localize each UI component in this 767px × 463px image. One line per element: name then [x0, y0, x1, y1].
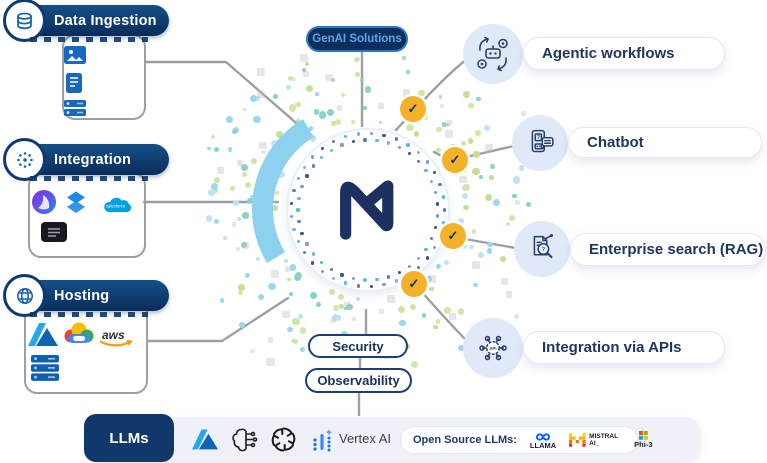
salesforce-logo: salesforce	[100, 194, 132, 221]
observability-pill: Observability	[305, 368, 412, 393]
agentic-workflows-card: Agentic workflows	[523, 37, 725, 70]
n-logo	[340, 180, 394, 240]
chatbot-card: Chatbot	[568, 127, 762, 158]
pill-strip	[30, 176, 148, 181]
server-icon	[30, 354, 60, 387]
hosting-pill: Hosting	[3, 274, 169, 317]
enterprise-search-icon-circle: ?	[514, 221, 570, 277]
integration-pill: Integration	[3, 138, 169, 181]
llama-item: LLAMA	[530, 430, 556, 450]
chatbot-icon-circle: ?	[512, 115, 568, 171]
globe-icon	[3, 274, 46, 317]
microsoft-logo	[638, 431, 648, 441]
enterprise-search-label: Enterprise search (RAG)	[589, 241, 764, 258]
open-source-llms-pill: Open Source LLMs: LLAMA MISTRAL AI_	[400, 426, 653, 454]
platform-core-circle	[288, 130, 448, 290]
dark-app-logo	[40, 221, 68, 248]
observability-label: Observability	[317, 373, 400, 388]
agentic-workflows-label: Agentic workflows	[542, 45, 675, 62]
hosting-label: Hosting	[54, 287, 110, 304]
salesforce-wordmark: salesforce	[106, 204, 126, 209]
data-ingestion-pill: Data Ingestion	[3, 0, 169, 42]
ai-brain-icon	[230, 425, 258, 458]
llms-label: LLMs	[109, 429, 149, 447]
check-badge: ✓	[442, 147, 468, 173]
document-search-icon: ?	[533, 233, 554, 259]
openai-logo	[270, 426, 297, 458]
vertex-ai-label: Vertex AI	[339, 431, 392, 446]
enterprise-search-card: Enterprise search (RAG)	[570, 233, 766, 266]
meta-logo	[536, 433, 551, 441]
azure-logo	[28, 320, 58, 353]
mistral-logo	[569, 433, 586, 447]
connector-logo	[64, 190, 88, 220]
phi3-item: Phi-3	[634, 431, 653, 450]
llama-label: LLAMA	[529, 441, 557, 451]
svg-text:?: ?	[537, 135, 540, 141]
robot-gears-icon	[477, 36, 508, 72]
api-hub-icon: API	[479, 335, 507, 361]
aws-wordmark: aws	[102, 328, 125, 342]
genai-solutions-label: GenAI Solutions	[312, 33, 402, 45]
mistral-item: MISTRAL AI_	[569, 433, 621, 448]
svg-text:?: ?	[542, 247, 546, 253]
data-ingestion-label: Data Ingestion	[54, 12, 157, 29]
chatbot-label: Chatbot	[587, 134, 644, 151]
open-source-llms-label: Open Source LLMs:	[413, 434, 517, 446]
security-label: Security	[332, 338, 384, 354]
vertex-ai-logo	[311, 428, 333, 457]
integration-apis-icon-circle: API	[463, 318, 523, 378]
check-badge: ✓	[400, 96, 426, 122]
check-badge: ✓	[440, 223, 466, 249]
llms-tab: LLMs	[84, 414, 174, 462]
dynamics-365-logo	[31, 189, 57, 220]
genai-solutions-pill: GenAI Solutions	[306, 26, 408, 52]
pill-strip	[30, 312, 148, 317]
check-badge: ✓	[401, 271, 427, 297]
azure-logo	[192, 426, 218, 457]
mistral-label: MISTRAL AI_	[589, 432, 618, 447]
svg-text:API: API	[490, 346, 497, 351]
database-icon	[3, 0, 46, 42]
google-cloud-logo	[62, 321, 96, 351]
integration-apis-card: Integration via APIs	[523, 331, 725, 364]
aws-logo: aws	[98, 326, 134, 353]
integration-label: Integration	[54, 151, 132, 168]
agentic-workflows-icon-circle	[463, 24, 523, 84]
security-pill: Security	[308, 334, 408, 358]
chatbot-phone-icon: ?	[531, 129, 554, 153]
integration-apis-label: Integration via APIs	[542, 339, 682, 356]
document-file-icon	[64, 72, 84, 99]
image-file-icon	[63, 45, 87, 70]
phi3-label: Phi-3	[634, 440, 653, 450]
integration-dots-icon	[3, 138, 46, 181]
pill-strip	[30, 37, 148, 42]
storage-icon	[63, 99, 87, 122]
